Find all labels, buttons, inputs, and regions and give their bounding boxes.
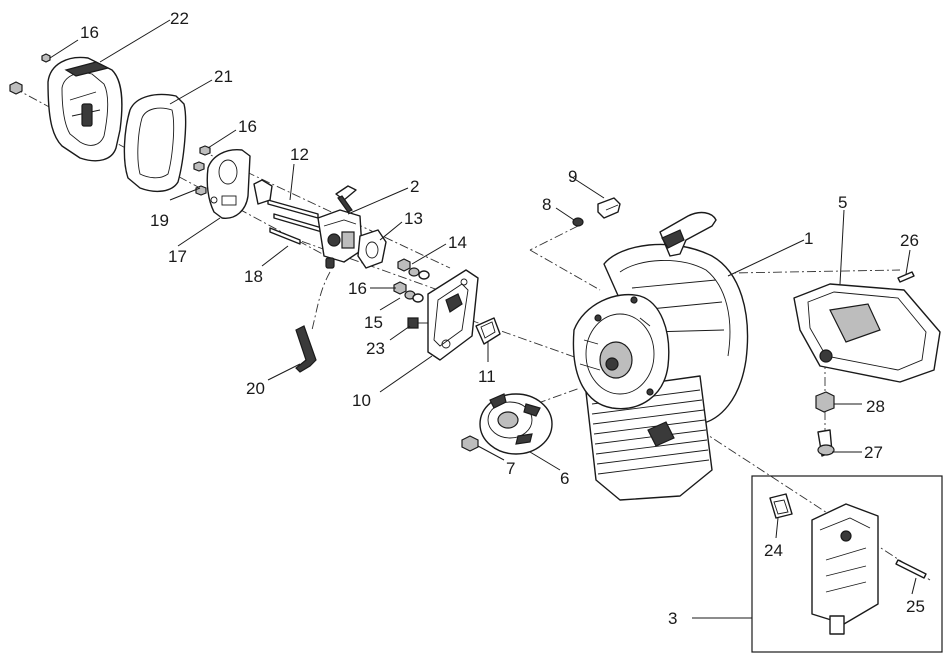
callout-12: 12 (290, 145, 309, 164)
air-filter-cover (47, 56, 123, 162)
callout-6: 6 (560, 469, 569, 488)
callout-26: 26 (900, 231, 919, 250)
fuel-line (295, 325, 317, 373)
callout-8: 8 (542, 195, 551, 214)
callout-28: 28 (866, 397, 885, 416)
carburetor (317, 185, 363, 269)
callout-2: 2 (410, 177, 419, 196)
callout-23: 23 (366, 339, 385, 358)
callout-22: 22 (170, 9, 189, 28)
intake-gasket (475, 317, 501, 345)
callout-27: 27 (864, 443, 883, 462)
callout-1: 1 (804, 229, 813, 248)
tank-fasteners (815, 271, 915, 457)
nuts-and-washers (9, 53, 430, 303)
carburetor-bracket-plate (206, 149, 251, 219)
callout-15: 15 (364, 313, 383, 332)
callout-16-mid: 16 (238, 117, 257, 136)
callout-labels: 16 22 21 16 12 2 13 14 16 15 23 11 10 20… (80, 9, 925, 628)
callout-16-top: 16 (80, 23, 99, 42)
callout-7: 7 (506, 459, 515, 478)
callout-21: 21 (214, 67, 233, 86)
callout-5: 5 (838, 193, 847, 212)
muffler-assembly-box (751, 475, 943, 653)
leader-lines (49, 19, 917, 619)
screw (407, 317, 428, 329)
callout-3: 3 (668, 609, 677, 628)
callout-16-low: 16 (348, 279, 367, 298)
callout-11: 11 (478, 367, 496, 386)
callout-13: 13 (404, 209, 423, 228)
callout-17: 17 (168, 247, 187, 266)
callout-14: 14 (448, 233, 467, 252)
fuel-tank-cover (793, 283, 941, 383)
callout-18: 18 (244, 267, 263, 286)
filter-element (123, 93, 187, 193)
clutch-nut (461, 435, 479, 452)
engine-bolt (572, 197, 621, 227)
callout-10: 10 (352, 391, 371, 410)
callout-19: 19 (150, 211, 169, 230)
callout-9: 9 (568, 167, 577, 186)
callout-25: 25 (906, 597, 925, 616)
insulator-plate (427, 269, 479, 361)
mounting-studs (253, 179, 323, 245)
clutch-assembly (479, 393, 553, 455)
callout-24: 24 (764, 541, 783, 560)
carburetor-gasket (357, 229, 387, 269)
engine-assembly (572, 211, 749, 501)
callout-20: 20 (246, 379, 265, 398)
